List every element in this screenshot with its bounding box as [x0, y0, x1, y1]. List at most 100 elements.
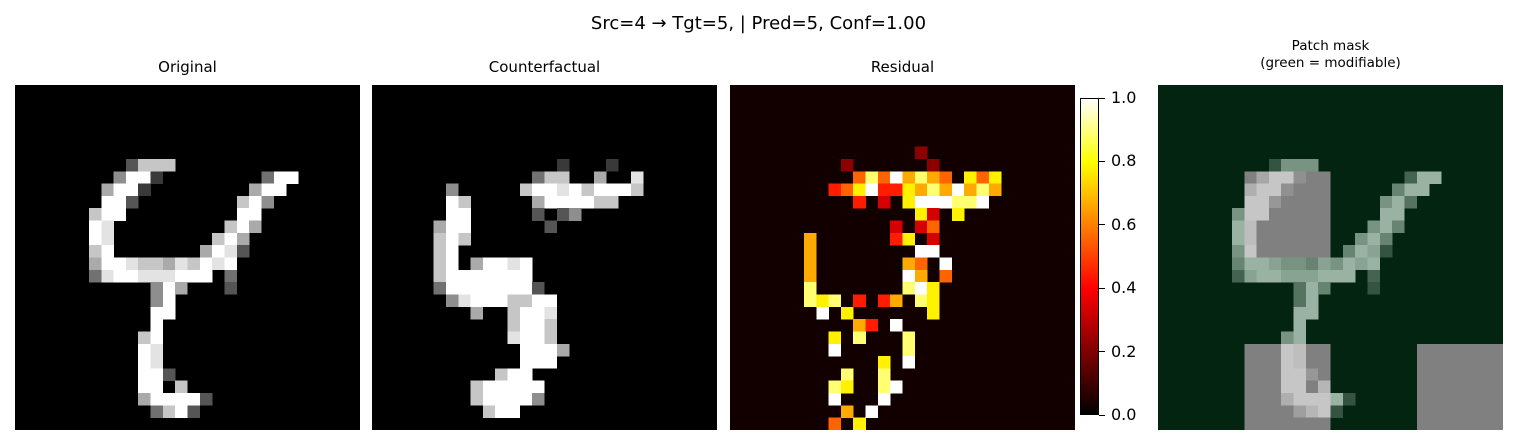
- pixel: [101, 232, 114, 246]
- pixel: [212, 245, 225, 258]
- pixel: [482, 269, 496, 283]
- pixel: [212, 257, 225, 271]
- pixel: [914, 294, 928, 308]
- modifiable-pixel: [1281, 158, 1294, 172]
- fixed-patch-pixel: [1318, 245, 1331, 258]
- pixel: [618, 183, 631, 197]
- modifiable-pixel: [1367, 282, 1381, 295]
- pixel: [532, 195, 545, 209]
- pixel: [544, 220, 558, 234]
- pixel: [162, 306, 176, 320]
- pixel: [162, 405, 176, 418]
- fixed-patch-pixel: [1441, 405, 1454, 418]
- modifiable-pixel: [1367, 269, 1381, 283]
- pixel: [162, 393, 176, 406]
- pixel: [544, 195, 558, 209]
- fixed-patch-pixel: [1416, 380, 1430, 394]
- fixed-patch-pixel: [1244, 405, 1257, 418]
- fixed-patch-pixel: [1466, 343, 1479, 357]
- pixel: [865, 405, 879, 418]
- pixel: [828, 380, 842, 394]
- panel-title-residual: Residual: [870, 58, 935, 76]
- pixel: [507, 282, 521, 295]
- pixel: [532, 319, 545, 332]
- pixel: [482, 257, 496, 271]
- pixel: [828, 183, 842, 197]
- fixed-patch-pixel: [1429, 417, 1442, 430]
- pixel: [445, 245, 459, 258]
- fixed-patch-pixel: [1256, 171, 1270, 184]
- pixel: [556, 195, 570, 209]
- pixel: [113, 195, 127, 209]
- modifiable-pixel: [1268, 158, 1282, 172]
- modifiable-pixel: [1305, 257, 1319, 271]
- pixel: [175, 405, 188, 418]
- pixel: [150, 405, 164, 418]
- pixel: [150, 319, 164, 332]
- pixel: [890, 232, 903, 246]
- pixel: [569, 195, 582, 209]
- modifiable-pixel: [1416, 171, 1430, 184]
- pixel: [445, 294, 459, 308]
- colorbar-tick-label: 0.4: [1111, 278, 1137, 298]
- pixel: [544, 294, 558, 308]
- pixel: [433, 269, 447, 283]
- modifiable-pixel: [1342, 245, 1356, 258]
- fixed-patch-pixel: [1293, 380, 1307, 394]
- modifiable-pixel: [1355, 232, 1368, 246]
- fixed-patch-pixel: [1293, 183, 1307, 197]
- fixed-patch-pixel: [1429, 405, 1442, 418]
- pixel: [569, 183, 582, 197]
- pixel: [286, 171, 299, 184]
- fixed-patch-pixel: [1318, 393, 1331, 406]
- fixed-patch-pixel: [1268, 208, 1282, 221]
- pixel: [495, 405, 508, 418]
- pixel: [581, 195, 595, 209]
- pixel: [939, 195, 953, 209]
- fixed-patch-pixel: [1293, 220, 1307, 234]
- fixed-patch-pixel: [1453, 380, 1467, 394]
- pixel: [138, 183, 151, 197]
- pixel: [902, 343, 916, 357]
- pixel: [840, 306, 854, 320]
- pixel: [556, 183, 570, 197]
- pixel: [877, 393, 891, 406]
- pixel: [445, 269, 459, 283]
- fixed-patch-pixel: [1305, 220, 1319, 234]
- fixed-patch-pixel: [1318, 220, 1331, 234]
- pixel: [507, 319, 521, 332]
- colorbar-tick-label: 0.8: [1111, 151, 1137, 171]
- pixel: [236, 208, 250, 221]
- fixed-patch-pixel: [1305, 368, 1319, 381]
- pixel: [249, 208, 262, 221]
- fixed-patch-pixel: [1416, 343, 1430, 357]
- pixel: [877, 195, 891, 209]
- fixed-patch-pixel: [1478, 380, 1491, 394]
- pixel: [877, 356, 891, 369]
- fixed-patch-pixel: [1318, 380, 1331, 394]
- pixel: [890, 171, 903, 184]
- pixel: [162, 282, 176, 295]
- pixel: [236, 245, 250, 258]
- pixel: [964, 171, 977, 184]
- fixed-patch-pixel: [1293, 343, 1307, 357]
- pixel: [976, 171, 989, 184]
- pixel: [482, 282, 496, 295]
- fixed-patch-pixel: [1281, 380, 1294, 394]
- pixel: [445, 257, 459, 271]
- pixel: [507, 294, 521, 308]
- pixel: [914, 195, 928, 209]
- fixed-patch-pixel: [1305, 183, 1319, 197]
- pixel: [803, 282, 817, 295]
- fixed-patch-pixel: [1453, 356, 1467, 369]
- modifiable-pixel: [1268, 257, 1282, 271]
- pixel: [88, 257, 102, 271]
- pixel: [902, 331, 916, 344]
- pixel: [606, 195, 619, 209]
- pixel: [914, 208, 928, 221]
- modifiable-pixel: [1231, 208, 1245, 221]
- fixed-patch-pixel: [1416, 368, 1430, 381]
- fixed-patch-pixel: [1429, 356, 1442, 369]
- pixel: [138, 343, 151, 357]
- pixel: [902, 282, 916, 295]
